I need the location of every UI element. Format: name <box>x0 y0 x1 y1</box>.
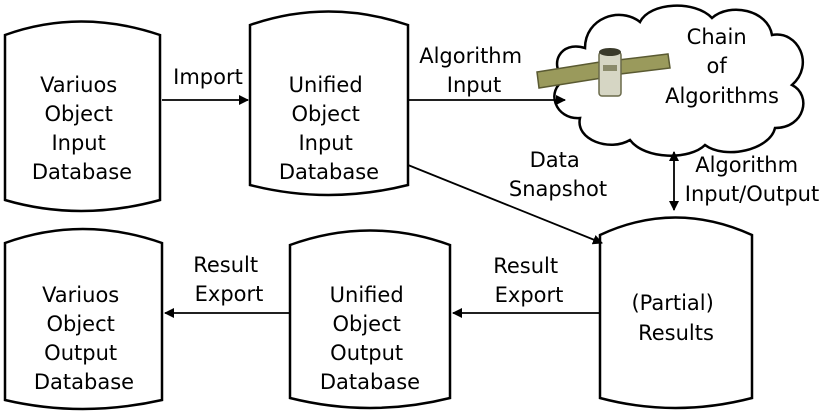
various-output-db-label: Variuos Object Output Database <box>34 283 134 394</box>
edge-result-export-2: Result Export <box>164 253 290 318</box>
edge-algorithm-input: Algorithm Input <box>408 44 566 105</box>
edge-import: Import <box>162 65 249 105</box>
edge-algorithm-input-label: Algorithm Input <box>419 44 529 97</box>
unified-input-db-node: Unified Object Input Database <box>248 10 410 197</box>
chain-of-algorithms-node: Chain of Algorithms <box>536 4 805 157</box>
edge-result-export-1: Result Export <box>452 254 600 318</box>
edge-import-label: Import <box>173 65 243 89</box>
edge-data-snapshot: Data Snapshot <box>407 148 607 245</box>
satellite-icon <box>536 48 671 97</box>
partial-results-label: (Partial) Results <box>631 291 720 345</box>
unified-input-db-label: Unified Object Input Database <box>279 73 379 184</box>
unified-output-db-node: Unified Object Output Database <box>288 229 452 410</box>
partial-results-node: (Partial) Results <box>598 216 754 410</box>
edge-algorithm-io-label: Algorithm Input/Output <box>685 153 819 206</box>
unified-output-db-label: Unified Object Output Database <box>320 283 420 394</box>
edge-data-snapshot-arrow <box>407 164 603 245</box>
chain-of-algorithms-label: Chain of Algorithms <box>665 25 779 108</box>
edge-algorithm-io: Algorithm Input/Output <box>669 151 819 211</box>
various-input-db-node: Variuos Object Input Database <box>3 20 162 213</box>
edge-result-export-2-label: Result Export <box>193 253 265 306</box>
various-input-db-label: Variuos Object Input Database <box>32 73 132 184</box>
various-output-db-node: Variuos Object Output Database <box>3 227 164 411</box>
edge-result-export-1-label: Result Export <box>493 254 565 307</box>
edge-data-snapshot-label: Data Snapshot <box>509 148 607 201</box>
